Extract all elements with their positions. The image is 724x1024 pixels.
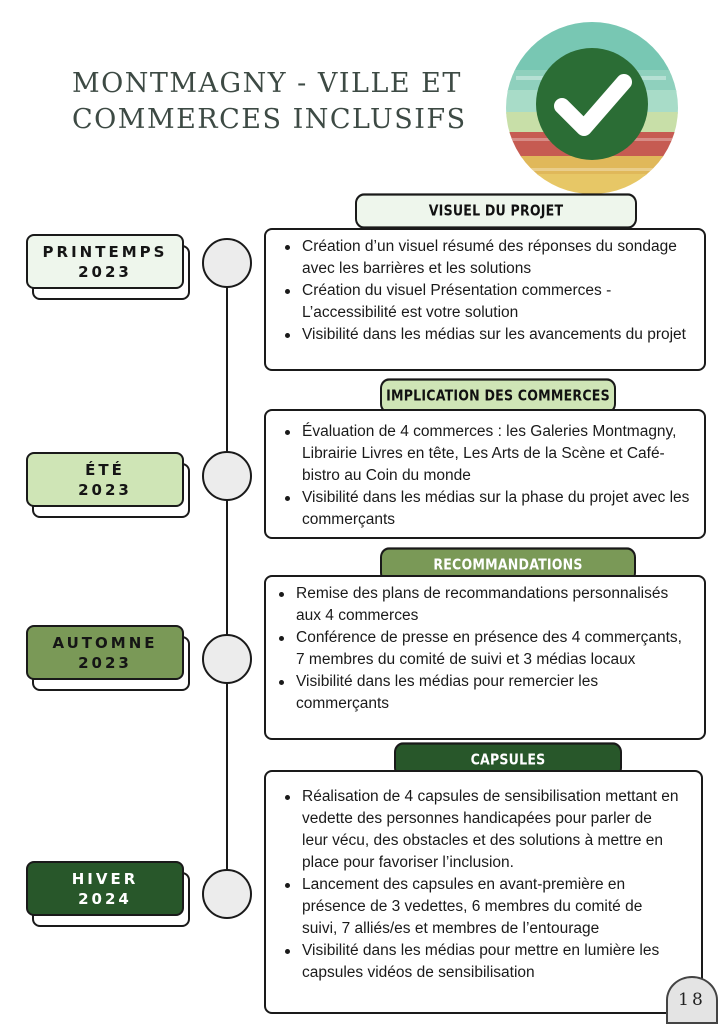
page-number: 18 — [666, 976, 718, 1024]
season-badge-printemps: PRINTEMPS 2023 — [26, 234, 184, 289]
timeline-node-3 — [202, 634, 252, 684]
page-title-line-2: COMMERCES INCLUSIFS — [72, 104, 467, 135]
bullet-item: Création d’un visuel résumé des réponses… — [266, 236, 696, 280]
season-name: AUTOMNE — [52, 633, 158, 652]
timeline-node-1 — [202, 238, 252, 288]
bullet-item: Évaluation de 4 commerces : les Galeries… — [266, 421, 698, 487]
bullet-item: Conférence de presse en présence des 4 c… — [260, 627, 684, 671]
season-badge-hiver: HIVER 2024 — [26, 861, 184, 916]
season-year: 2023 — [78, 480, 132, 499]
bullet-list: Évaluation de 4 commerces : les Galeries… — [266, 421, 698, 531]
timeline-node-2 — [202, 451, 252, 501]
bullet-item: Remise des plans de recommandations pers… — [260, 583, 684, 627]
page-title-line-1: MONTMAGNY - VILLE ET — [72, 68, 462, 99]
timeline-line — [226, 262, 228, 894]
season-year: 2024 — [78, 889, 132, 908]
phase-heading-visuel: VISUEL DU PROJET — [355, 193, 637, 229]
bullet-item: Lancement des capsules en avant-première… — [266, 874, 679, 940]
bullet-list: Création d’un visuel résumé des réponses… — [266, 236, 696, 346]
logo — [504, 20, 680, 196]
phase-card-2: Évaluation de 4 commerces : les Galeries… — [264, 409, 706, 539]
bullet-item: Visibilité dans les médias sur les avanc… — [266, 324, 696, 346]
bullet-list: Réalisation de 4 capsules de sensibilisa… — [266, 786, 679, 984]
phase-card-3: Remise des plans de recommandations pers… — [264, 575, 706, 740]
phase-heading-recommandations: RECOMMANDATIONS — [380, 547, 636, 583]
bullet-item: Visibilité dans les médias pour remercie… — [260, 671, 684, 715]
timeline-node-4 — [202, 869, 252, 919]
season-badge-automne: AUTOMNE 2023 — [26, 625, 184, 680]
season-year: 2023 — [78, 653, 132, 672]
bullet-item: Visibilité dans les médias pour mettre e… — [266, 940, 679, 984]
season-badge-ete: ÉTÉ 2023 — [26, 452, 184, 507]
season-name: PRINTEMPS — [42, 242, 168, 261]
page-title: MONTMAGNY - VILLE ET COMMERCES INCLUSIFS — [72, 66, 492, 138]
bullet-item: Réalisation de 4 capsules de sensibilisa… — [266, 786, 679, 874]
bullet-item: Visibilité dans les médias sur la phase … — [266, 487, 698, 531]
season-year: 2023 — [78, 262, 132, 281]
phase-card-1: Création d’un visuel résumé des réponses… — [264, 228, 706, 371]
season-name: HIVER — [71, 869, 139, 888]
bullet-item: Création du visuel Présentation commerce… — [266, 280, 696, 324]
checkmark-icon — [506, 22, 678, 194]
bullet-list: Remise des plans de recommandations pers… — [260, 583, 684, 715]
season-name: ÉTÉ — [85, 460, 125, 479]
phase-card-4: Réalisation de 4 capsules de sensibilisa… — [264, 770, 703, 1014]
